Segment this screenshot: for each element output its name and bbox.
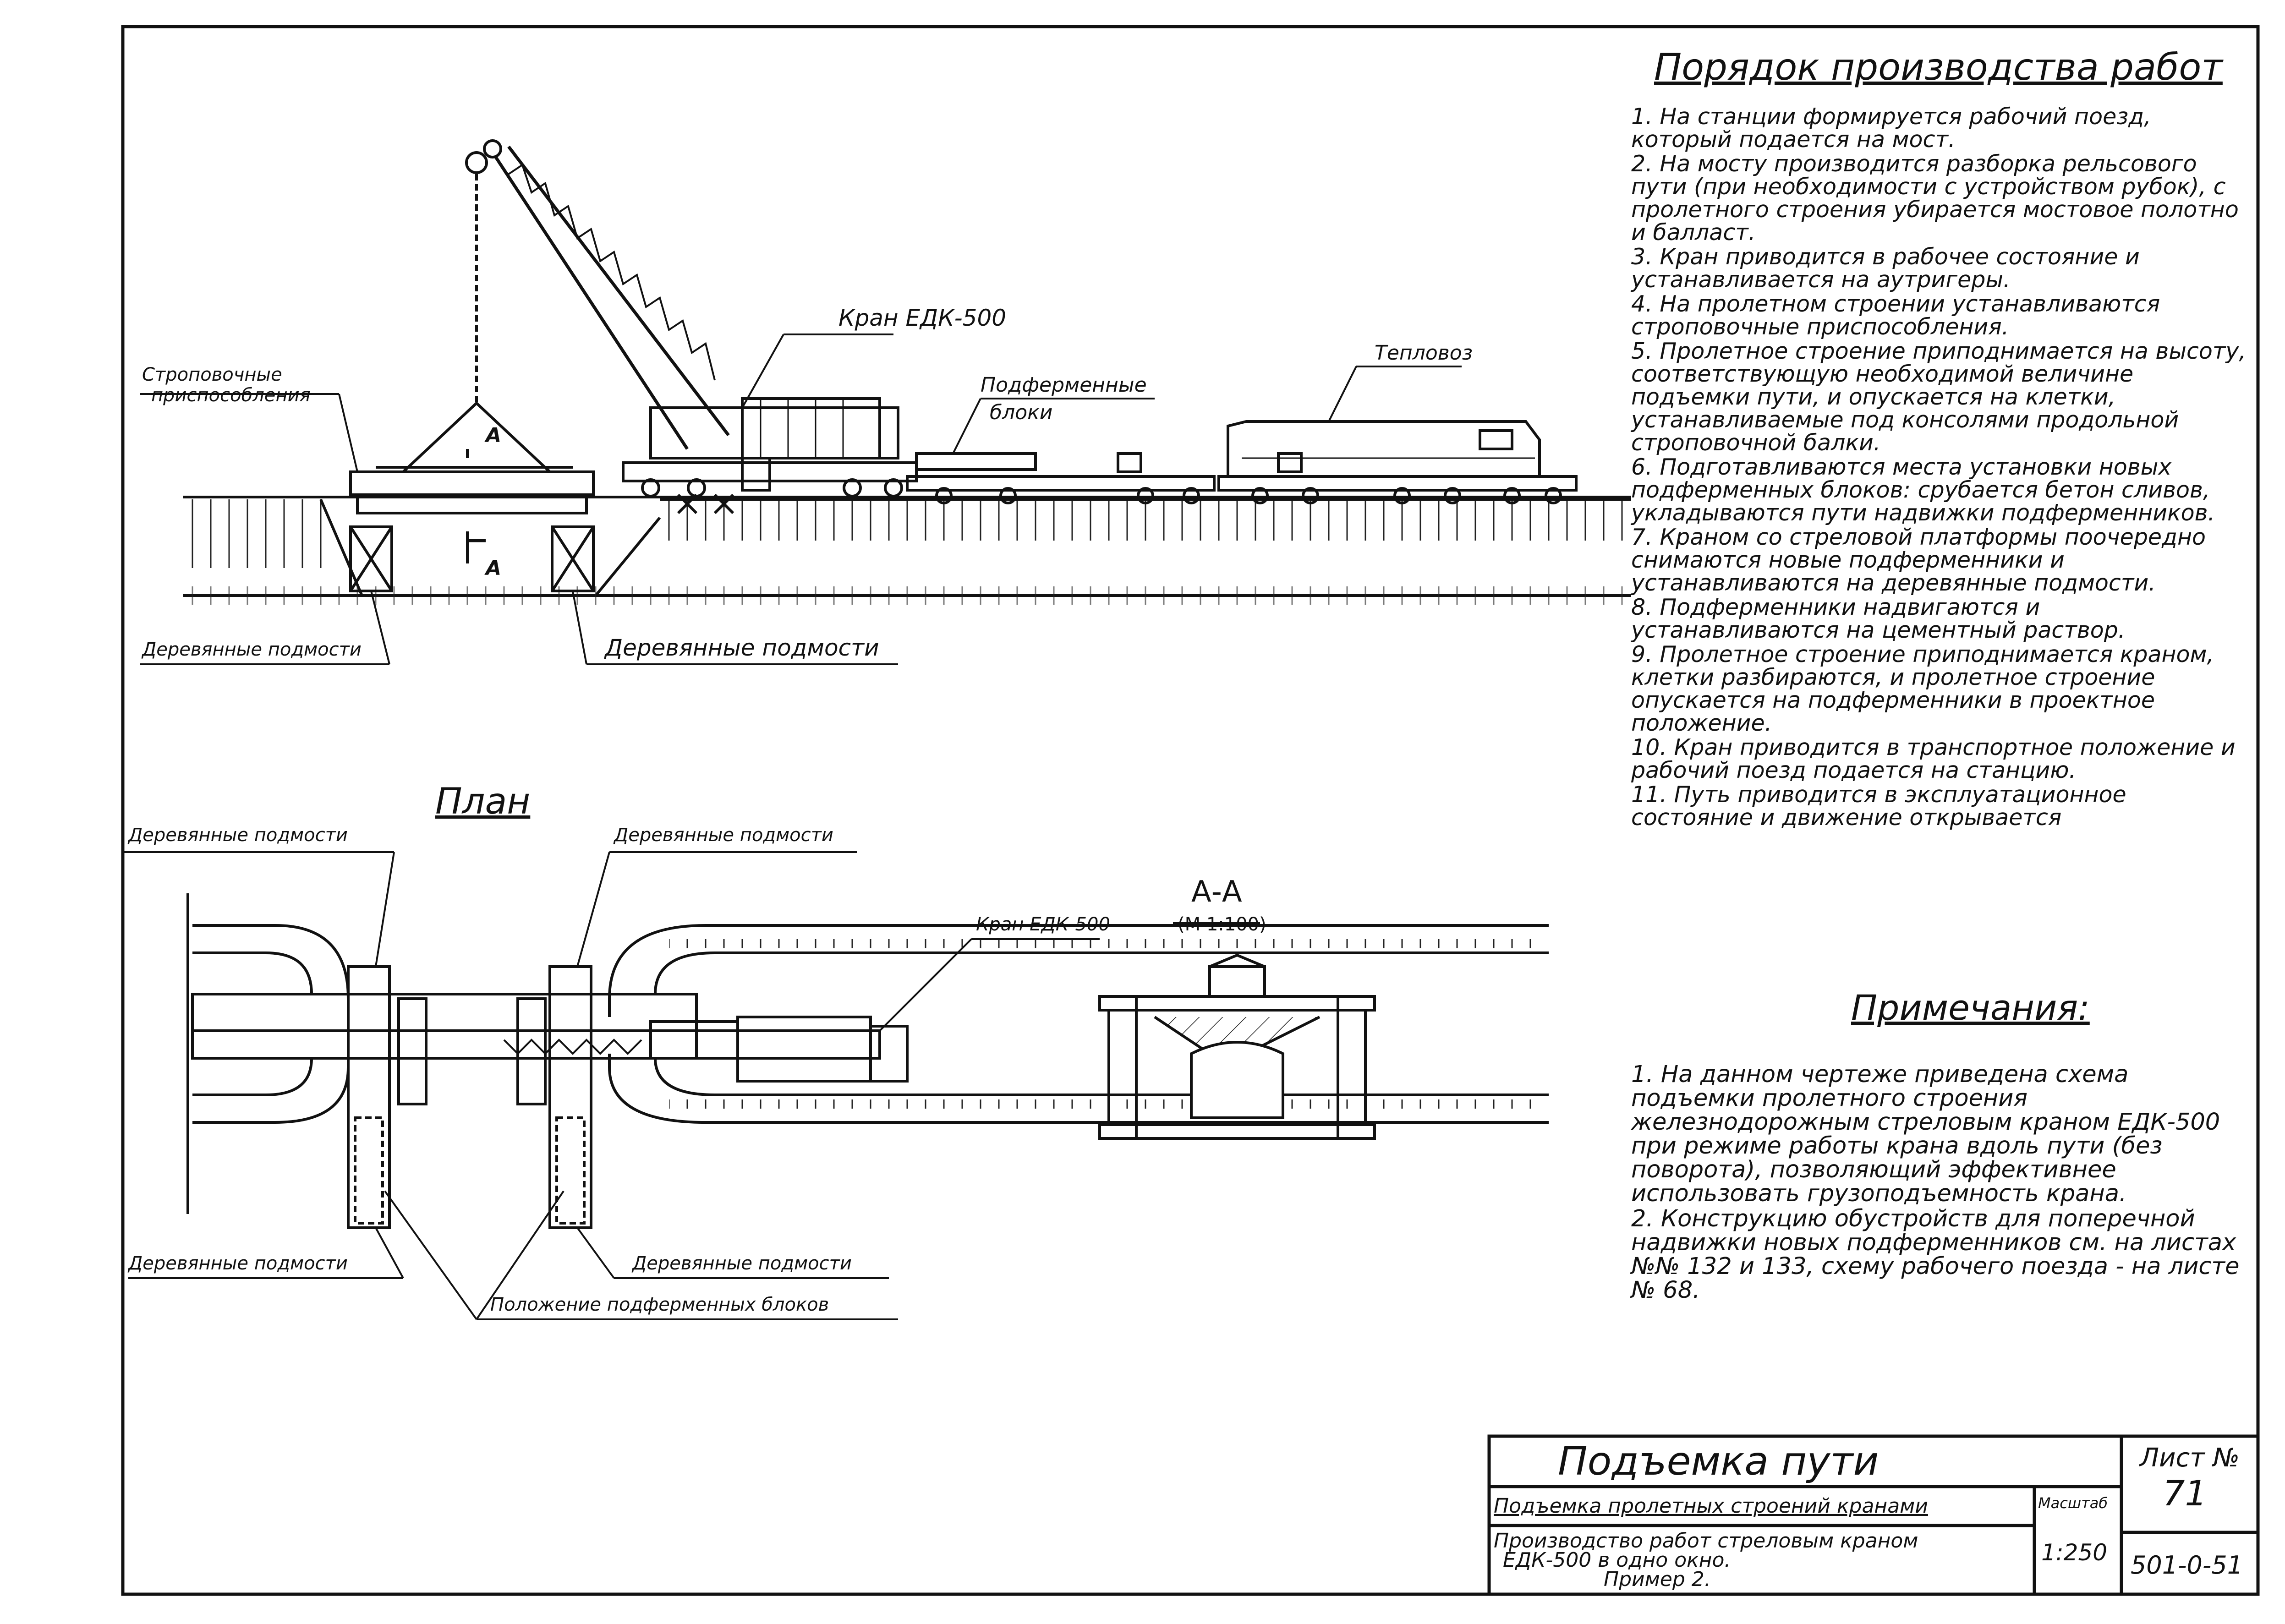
section-mark-a-top: А (486, 424, 502, 447)
section-mark-a-bottom: А (486, 557, 502, 580)
notes-title: Примечания: (1851, 987, 2090, 1028)
sling-devices-label-2: приспособления (151, 385, 311, 406)
scaffold-label-left: Деревянные подмости (142, 639, 362, 660)
procedure-steps: 1. На станции формируется рабочий поезд,… (1631, 105, 2254, 831)
crane-label: Кран ЕДК-500 (838, 305, 1007, 331)
plan-scaffold-bottom-right: Деревянные подмости (632, 1253, 852, 1274)
procedure-step: 5. Пролетное строение приподнимается на … (1631, 338, 2246, 456)
procedure-step: 6. Подготавливаются места установки новы… (1631, 454, 2215, 526)
title-block-scale-label: Масштаб (2038, 1494, 2108, 1512)
title-block-sheet-number: 71 (2163, 1473, 2207, 1514)
note-item: 1. На данном чертеже приведена схема под… (1631, 1061, 2220, 1207)
procedure-step: 3. Кран приводится в рабочее состояние и… (1631, 244, 2140, 293)
plan-scaffold-top-left: Деревянные подмости (128, 825, 348, 846)
title-block-subtitle: Подъемка пролетных строений кранами (1494, 1494, 1928, 1518)
elevation-view (140, 139, 1631, 665)
procedure-step: 2. На мосту производится разборка рельсо… (1631, 151, 2239, 246)
pier-blocks-label-1: Подферменные (981, 373, 1147, 397)
title-block-doc-code: 501-0-51 (2131, 1551, 2243, 1580)
procedure-step: 9. Пролетное строение приподнимается кра… (1631, 641, 2214, 736)
procedure-step: 11. Путь приводится в эксплуатационное с… (1631, 782, 2126, 831)
procedure-step: 7. Краном со стреловой платформы поочере… (1631, 524, 2206, 596)
title-block-description-2: ЕДК-500 в одно окно. (1503, 1548, 1731, 1572)
scaffold-label-right: Деревянные подмости (605, 634, 879, 661)
title-block (1487, 1434, 2260, 1596)
plan-title: План (435, 781, 531, 822)
notes-list: 1. На данном чертеже приведена схема под… (1631, 1063, 2254, 1304)
plan-scaffold-bottom-left: Деревянные подмости (128, 1253, 348, 1274)
sling-devices-label-1: Строповочные (142, 364, 282, 385)
plan-scaffold-top-right: Деревянные подмости (614, 825, 833, 846)
section-title: А-А (1191, 875, 1242, 909)
title-block-scale-value: 1:250 (2041, 1539, 2108, 1566)
title-block-main-title: Подъемка пути (1558, 1438, 1879, 1484)
title-block-sheet-label: Лист № (2140, 1443, 2240, 1473)
pier-blocks-label-2: блоки (990, 401, 1053, 424)
note-item: 2. Конструкцию обустройств для поперечно… (1631, 1205, 2240, 1304)
plan-view (124, 851, 1549, 1320)
procedure-step: 8. Подферменники надвигаются и устанавли… (1631, 594, 2126, 643)
sheet-frame (121, 25, 2260, 1596)
procedure-title: Порядок производства работ (1654, 46, 2223, 88)
locomotive-label: Тепловоз (1375, 341, 1473, 365)
plan-pier-block-position: Положение подферменных блоков (490, 1294, 829, 1315)
procedure-step: 4. На пролетном строении устанавливаются… (1631, 291, 2160, 340)
procedure-step: 10. Кран приводится в транспортное полож… (1631, 734, 2236, 783)
procedure-step: 1. На станции формируется рабочий поезд,… (1631, 104, 2151, 153)
title-block-description-3: Пример 2. (1604, 1568, 1711, 1591)
section-scale: (М 1:100) (1178, 914, 1266, 935)
plan-crane-label: Кран ЕДК-500 (976, 914, 1110, 935)
section-aa (1098, 922, 1376, 1140)
title-block-description-1: Производство работ стреловым краном (1494, 1529, 1918, 1553)
